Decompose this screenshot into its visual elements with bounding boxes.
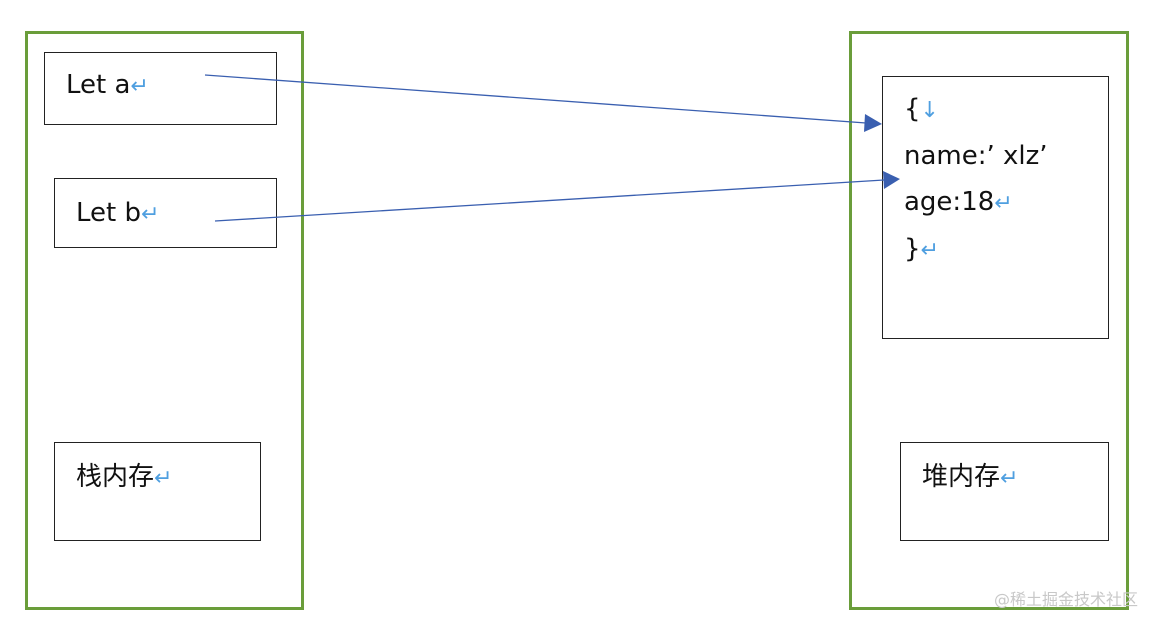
paragraph-mark-icon: ↵ (1000, 466, 1019, 491)
arrow-b-to-object (214, 179, 885, 222)
paragraph-mark-icon: ↵ (994, 191, 1013, 216)
arrow-a-to-object (204, 74, 867, 124)
paragraph-mark-icon: ↵ (154, 466, 173, 491)
object-close-brace: }↵ (904, 234, 939, 264)
watermark: @稀土掘金技术社区 (993, 590, 1138, 609)
heap-memory-panel (849, 31, 1129, 610)
paragraph-mark-icon: ↵ (141, 202, 160, 227)
heap-memory-label-box (900, 442, 1109, 541)
object-name-property: name:’ xlz’ (904, 141, 1048, 171)
heap-object-box (882, 76, 1109, 339)
object-open-brace: {↓ (904, 94, 939, 124)
paragraph-mark-icon: ↵ (920, 238, 939, 263)
heap-memory-label: 堆内存↵ (922, 462, 1019, 492)
stack-memory-panel (25, 31, 304, 610)
paragraph-mark-icon: ↵ (130, 74, 149, 99)
let-a-label: Let a↵ (66, 70, 149, 100)
object-age-property: age:18↵ (904, 187, 1013, 217)
stack-memory-label: 栈内存↵ (76, 462, 173, 492)
let-b-label: Let b↵ (76, 198, 160, 228)
line-break-icon: ↓ (920, 98, 939, 123)
stack-memory-label-box (54, 442, 261, 541)
